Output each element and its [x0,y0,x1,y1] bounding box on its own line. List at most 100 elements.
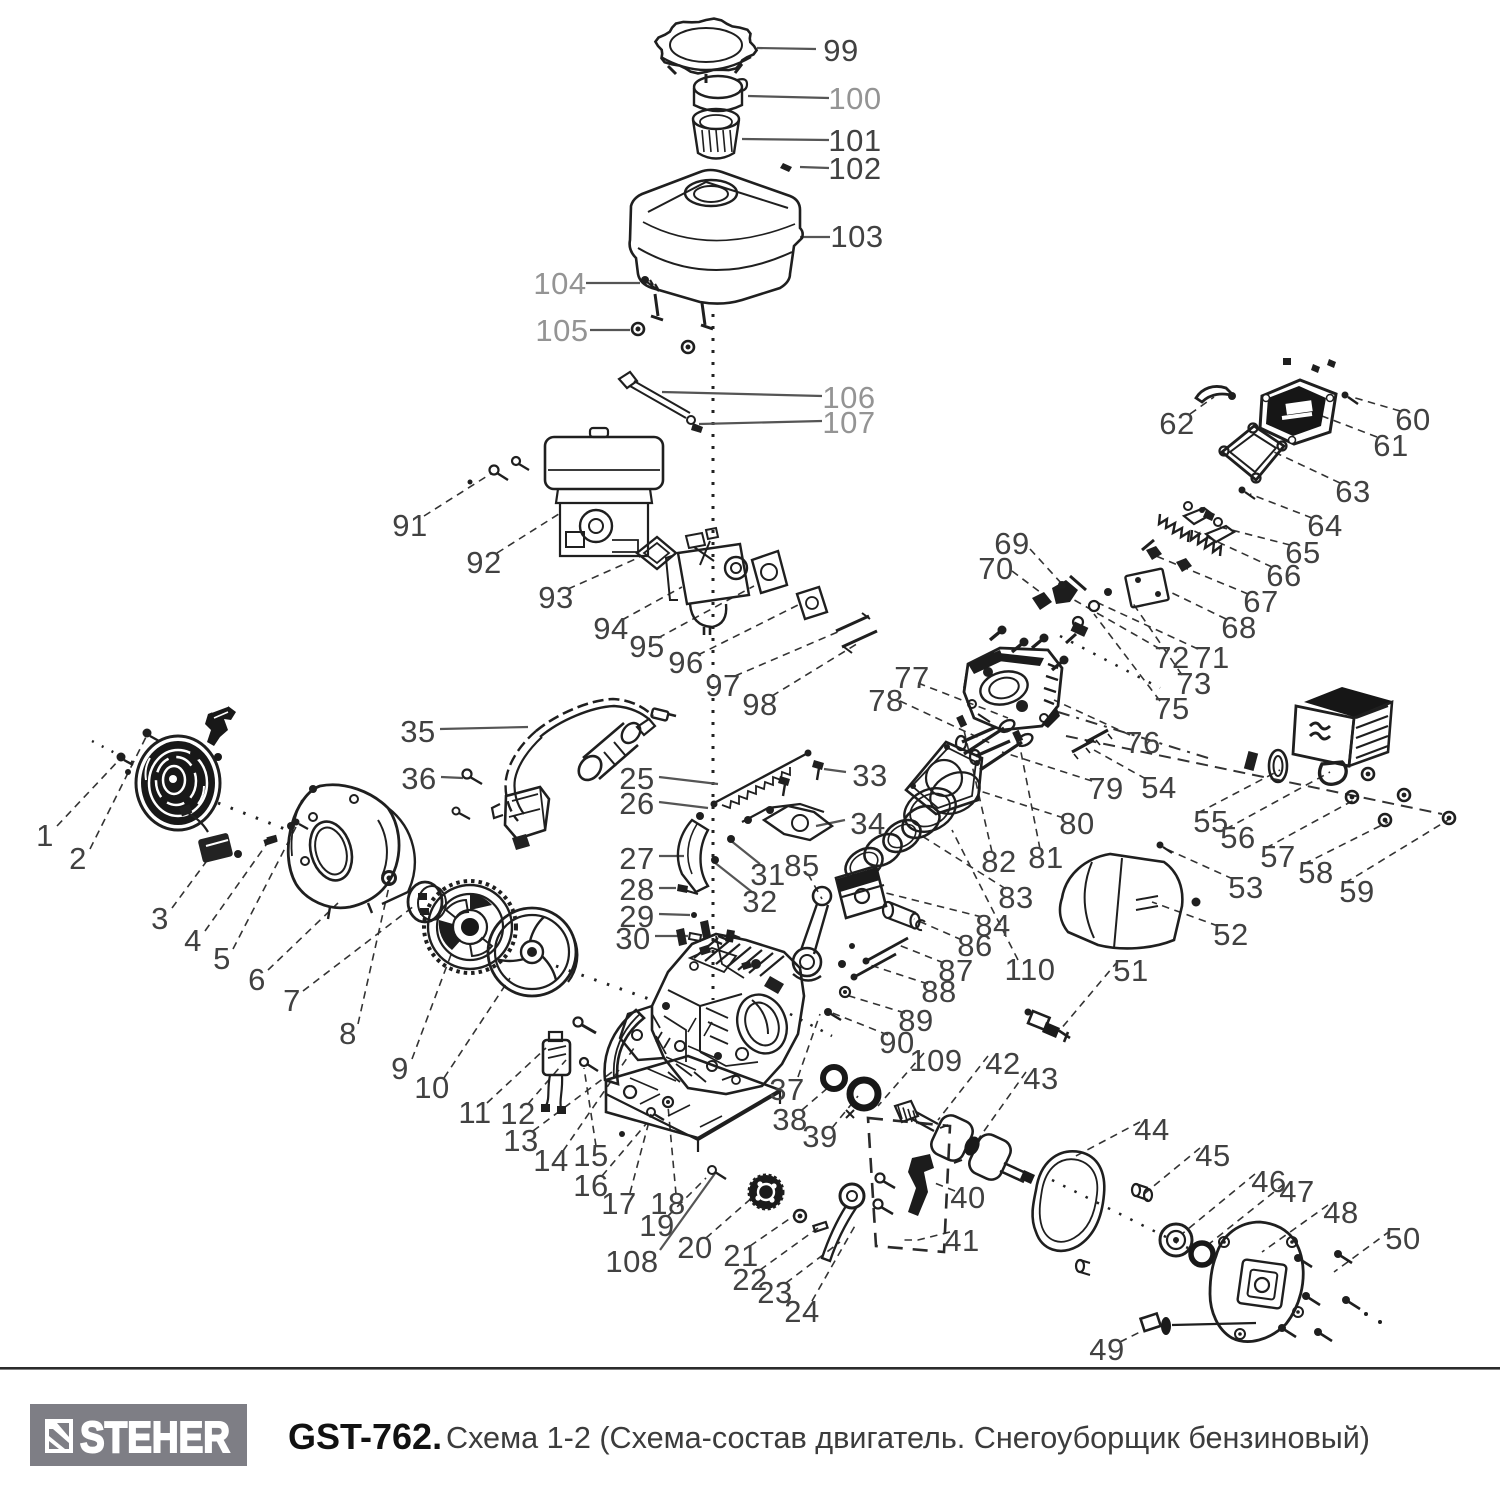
svg-text:57: 57 [1260,839,1295,874]
svg-text:54: 54 [1141,770,1176,805]
svg-text:18: 18 [650,1186,685,1221]
svg-text:97: 97 [705,668,740,703]
svg-text:52: 52 [1213,917,1248,952]
svg-text:31: 31 [750,857,785,892]
svg-text:76: 76 [1125,725,1160,760]
svg-text:33: 33 [852,758,887,793]
svg-text:75: 75 [1154,691,1189,726]
svg-text:41: 41 [944,1223,979,1258]
svg-text:89: 89 [898,1003,933,1038]
svg-text:20: 20 [677,1230,712,1265]
svg-text:56: 56 [1220,820,1255,855]
svg-text:87: 87 [938,953,973,988]
svg-text:GST-762.: GST-762. [288,1416,442,1457]
svg-text:22: 22 [732,1262,767,1297]
svg-text:92: 92 [466,545,501,580]
svg-text:61: 61 [1373,428,1408,463]
svg-text:47: 47 [1279,1174,1314,1209]
svg-text:95: 95 [629,629,664,664]
svg-text:13: 13 [503,1123,538,1158]
svg-text:63: 63 [1335,474,1370,509]
svg-text:72: 72 [1154,640,1189,675]
svg-text:108: 108 [605,1244,658,1279]
svg-text:48: 48 [1323,1195,1358,1230]
svg-text:9: 9 [391,1051,409,1086]
svg-text:28: 28 [619,872,654,907]
svg-text:21: 21 [723,1238,758,1273]
svg-text:39: 39 [802,1119,837,1154]
svg-text:16: 16 [573,1168,608,1203]
svg-text:25: 25 [619,761,654,796]
svg-text:99: 99 [823,33,858,68]
svg-text:50: 50 [1385,1221,1420,1256]
svg-text:67: 67 [1243,584,1278,619]
svg-text:60: 60 [1395,402,1430,437]
svg-text:4: 4 [184,923,202,958]
svg-text:27: 27 [619,841,654,876]
svg-text:26: 26 [619,786,654,821]
svg-text:38: 38 [772,1102,807,1137]
svg-text:6: 6 [248,962,266,997]
svg-text:12: 12 [500,1096,535,1131]
svg-text:2: 2 [69,841,87,876]
svg-text:109: 109 [909,1043,962,1078]
svg-text:78: 78 [868,683,903,718]
svg-text:64: 64 [1307,508,1342,543]
svg-text:51: 51 [1113,953,1148,988]
svg-text:58: 58 [1298,855,1333,890]
svg-text:46: 46 [1251,1164,1286,1199]
svg-text:69: 69 [994,526,1029,561]
svg-text:1: 1 [36,818,54,853]
svg-text:32: 32 [742,884,777,919]
svg-text:101: 101 [828,123,881,158]
svg-text:43: 43 [1023,1061,1058,1096]
svg-text:42: 42 [985,1046,1020,1081]
svg-text:11: 11 [458,1095,491,1130]
svg-text:80: 80 [1059,806,1094,841]
svg-text:34: 34 [850,806,885,841]
svg-text:79: 79 [1088,771,1123,806]
svg-text:84: 84 [975,908,1010,943]
svg-text:81: 81 [1028,840,1063,875]
svg-text:98: 98 [742,687,777,722]
svg-text:7: 7 [283,983,301,1018]
svg-text:45: 45 [1195,1138,1230,1173]
svg-text:77: 77 [894,660,929,695]
svg-text:85: 85 [784,848,819,883]
svg-text:24: 24 [784,1294,819,1329]
svg-text:65: 65 [1285,535,1320,570]
svg-text:8: 8 [339,1016,357,1051]
svg-text:10: 10 [414,1070,449,1105]
svg-text:55: 55 [1193,804,1228,839]
svg-text:86: 86 [957,928,992,963]
svg-text:93: 93 [538,580,573,615]
svg-text:104: 104 [533,266,586,301]
svg-text:3: 3 [151,901,169,936]
svg-text:88: 88 [921,974,956,1009]
svg-text:66: 66 [1266,558,1301,593]
svg-text:17: 17 [601,1186,636,1221]
svg-text:106: 106 [822,380,875,415]
svg-text:30: 30 [615,921,650,956]
svg-text:103: 103 [830,219,883,254]
svg-text:14: 14 [533,1143,568,1178]
svg-text:15: 15 [573,1138,608,1173]
svg-text:102: 102 [828,151,881,186]
svg-text:53: 53 [1228,870,1263,905]
svg-text:62: 62 [1159,406,1194,441]
svg-text:23: 23 [757,1275,792,1310]
svg-text:100: 100 [828,81,881,116]
svg-text:110: 110 [1005,952,1056,987]
svg-text:96: 96 [668,645,703,680]
svg-text:49: 49 [1089,1332,1124,1367]
svg-text:59: 59 [1339,874,1374,909]
svg-text:82: 82 [981,844,1016,879]
svg-text:105: 105 [535,313,588,348]
svg-text:44: 44 [1134,1112,1169,1147]
svg-text:36: 36 [401,761,436,796]
svg-text:90: 90 [879,1025,914,1060]
svg-text:73: 73 [1176,666,1211,701]
svg-text:83: 83 [998,880,1033,915]
svg-text:68: 68 [1221,610,1256,645]
svg-text:Схема 1-2 (Схема-состав двигат: Схема 1-2 (Схема-состав двигатель. Снего… [446,1420,1370,1455]
